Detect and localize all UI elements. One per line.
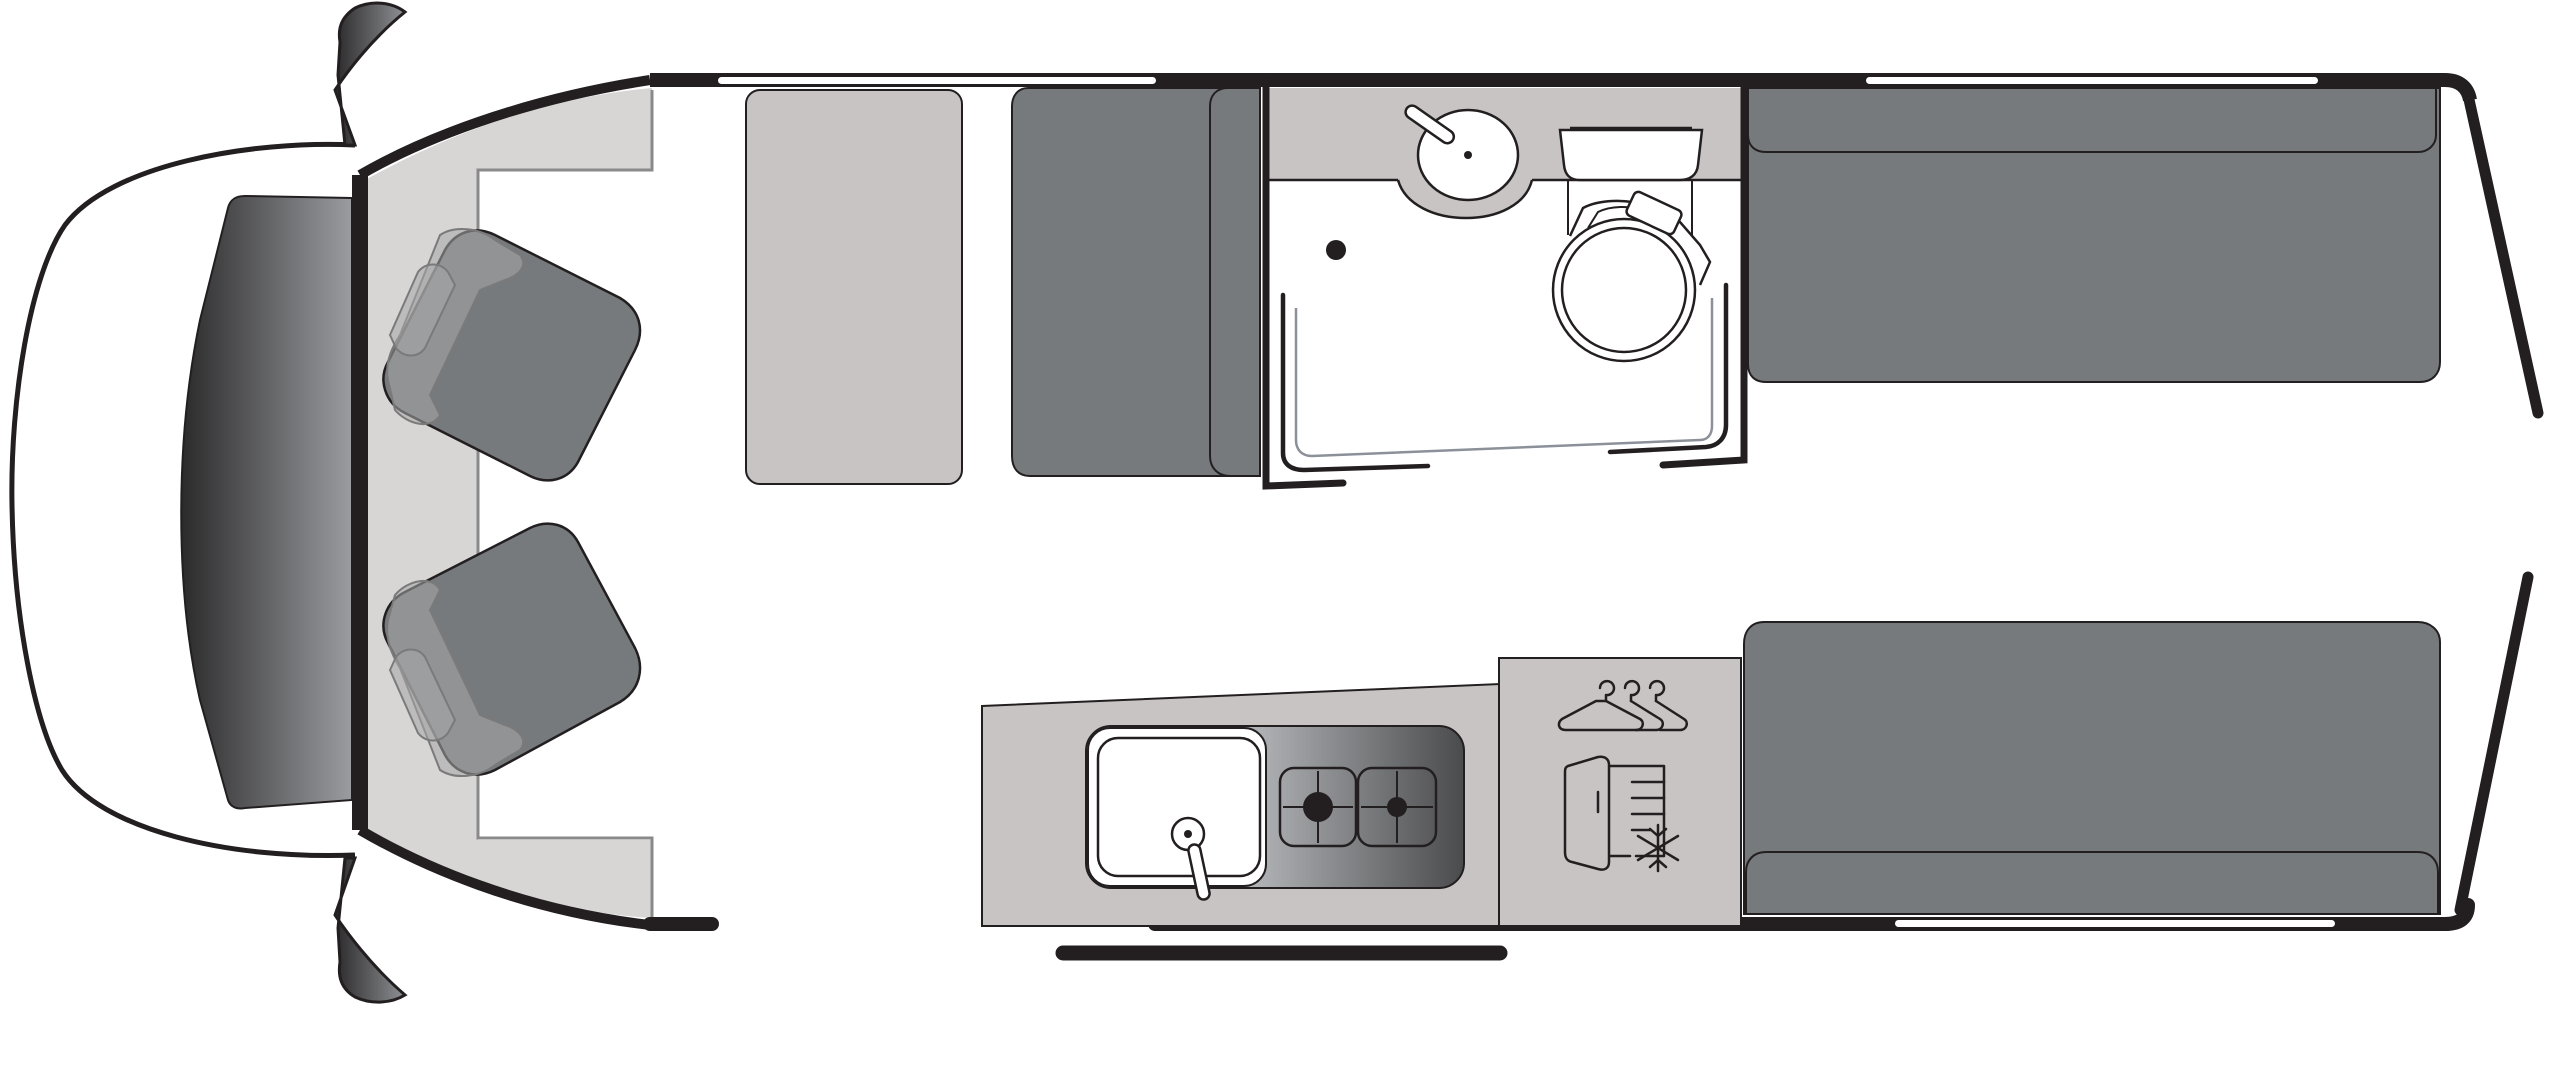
table-panel xyxy=(745,89,963,485)
basin-tap xyxy=(1404,104,1456,145)
gas-burner-icon xyxy=(1278,766,1438,848)
rear-seat-bottom-base xyxy=(1743,621,2441,915)
kitchen xyxy=(981,682,1501,927)
window-top-rear xyxy=(1866,77,2318,84)
bathroom xyxy=(1262,76,1748,490)
cab-seat-bottom-handle xyxy=(388,648,457,742)
rear-seat-top-base xyxy=(1747,87,2441,383)
seat-base xyxy=(1011,87,1251,477)
shower-tray-outer-right xyxy=(1607,282,1729,455)
rear-seat-bottom-backrest xyxy=(1745,851,2439,915)
sink-icon xyxy=(1096,736,1262,878)
shower-tray-outer xyxy=(1280,292,1431,473)
mirror-bottom xyxy=(333,856,408,1004)
fridge-icon xyxy=(1563,755,1666,871)
drain-icon xyxy=(1326,240,1346,260)
window-bottom-rear xyxy=(1895,920,2335,927)
wall-bottom-main xyxy=(1148,898,2475,931)
rear-door-top xyxy=(2462,89,2544,419)
rear-seat-top xyxy=(1747,87,2441,383)
cab-lower-wall xyxy=(357,825,651,930)
windscreen xyxy=(180,194,353,810)
bonnet-outline xyxy=(9,141,356,858)
rear-facing-seat xyxy=(1011,87,1261,477)
cab-seat-top-armrest xyxy=(386,228,525,425)
rear-seat-bottom xyxy=(1743,621,2441,915)
toilet-flush-button xyxy=(1625,190,1683,236)
window-top-front xyxy=(718,77,1156,84)
cab-seat-bottom-armrest xyxy=(386,580,525,777)
toilet-seat-hinge xyxy=(1568,199,1712,286)
shower-tray-inner xyxy=(1294,298,1714,458)
cab-upper-wall xyxy=(357,75,651,180)
fridge-door xyxy=(1563,755,1611,871)
wardrobe-fridge-unit xyxy=(1498,657,1742,927)
cab-floor-inner-line xyxy=(476,90,654,918)
cab-seat-top-handle xyxy=(388,263,457,357)
clothes-hanger-icon xyxy=(1557,679,1689,732)
toilet-cistern xyxy=(1558,128,1704,182)
wardrobe-panel xyxy=(1498,657,1742,927)
basin-drain xyxy=(1464,151,1472,159)
burner-left xyxy=(1278,766,1358,848)
bathroom-wall-right xyxy=(1659,76,1748,469)
cab-seat-top xyxy=(382,228,642,482)
snowflake-icon xyxy=(1636,823,1680,873)
sink-tap xyxy=(1187,843,1211,901)
toilet-icon xyxy=(1551,126,1712,363)
cab-seat-bottom xyxy=(382,522,642,777)
mirror-top xyxy=(333,1,408,147)
cab-floor-panel xyxy=(365,88,652,918)
seat-backrest xyxy=(1209,87,1261,477)
toilet-bowl-inner xyxy=(1560,226,1688,354)
rear-seat-top-backrest xyxy=(1747,87,2437,153)
vehicle-cab xyxy=(9,1,408,1004)
rear-door-bottom xyxy=(2454,571,2534,916)
bathroom-wall-left xyxy=(1262,76,1347,490)
burner-right xyxy=(1356,766,1438,848)
